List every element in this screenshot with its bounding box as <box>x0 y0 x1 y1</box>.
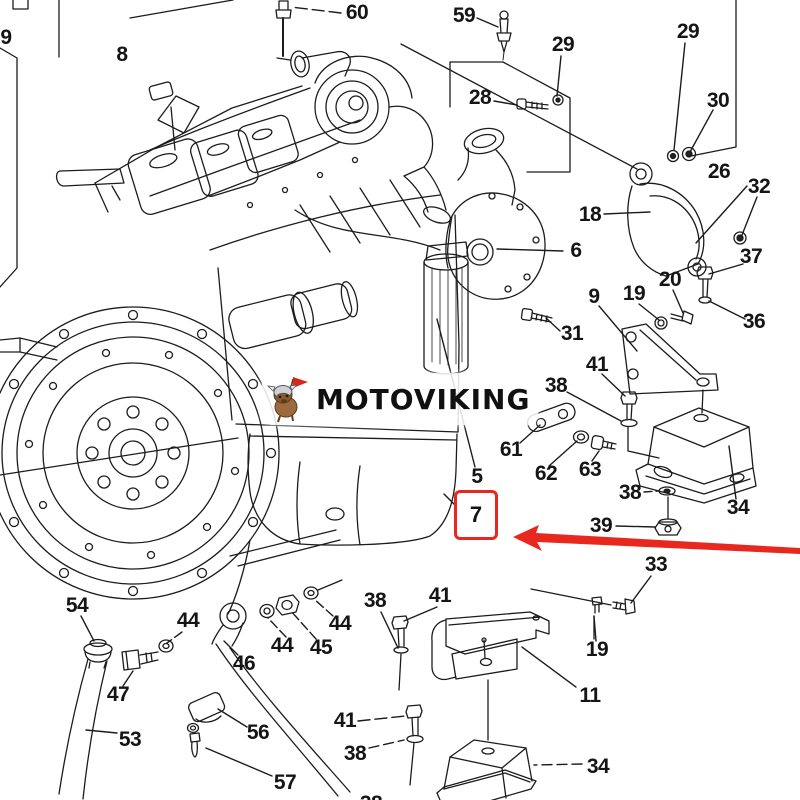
washer-19 <box>654 316 668 330</box>
drain-hose-53 <box>58 638 113 800</box>
bolt-31 <box>520 307 553 323</box>
bracket-11 <box>431 611 550 741</box>
oil-filter <box>423 241 469 375</box>
washer-38-nut-39 <box>654 486 682 536</box>
lifting-bracket <box>55 81 200 201</box>
cap-56-plug-57 <box>186 691 226 758</box>
bolt-28 <box>516 94 564 110</box>
valve-covers <box>127 114 299 215</box>
washer-62 <box>572 430 590 444</box>
nuts-29-30 <box>666 146 697 163</box>
mount-pad-34-lower <box>436 739 537 800</box>
fuel-line-fittings <box>121 579 351 797</box>
red-arrow <box>513 525 800 554</box>
red-highlight-box: 7 <box>454 490 498 540</box>
plate-61 <box>526 402 576 433</box>
highlighted-part-number: 7 <box>469 502 483 527</box>
bolt-41-left-upper <box>391 615 409 691</box>
temperature-sensor <box>275 0 292 61</box>
watermark-brand: MOTOVIKING <box>316 382 531 416</box>
bolt-37 <box>696 266 714 304</box>
flywheel <box>0 306 280 600</box>
leader-lines <box>80 6 758 777</box>
watermark-band: MOTOVIKING <box>262 373 538 425</box>
bolt-41-upper <box>620 391 660 459</box>
bolt-63 <box>590 435 617 451</box>
oil-pan <box>227 433 458 615</box>
intake-elbow <box>457 127 516 206</box>
fuel-filters <box>228 280 359 350</box>
nut-32 <box>733 231 747 245</box>
glow-plug <box>496 10 512 61</box>
bracket-9 <box>621 323 719 414</box>
viking-dog-mascot-icon <box>266 377 308 423</box>
turbocharger <box>290 50 452 224</box>
inset-corner-box <box>12 0 29 10</box>
bolt-41-left-lower <box>405 704 424 786</box>
bolt-20 <box>670 310 694 325</box>
